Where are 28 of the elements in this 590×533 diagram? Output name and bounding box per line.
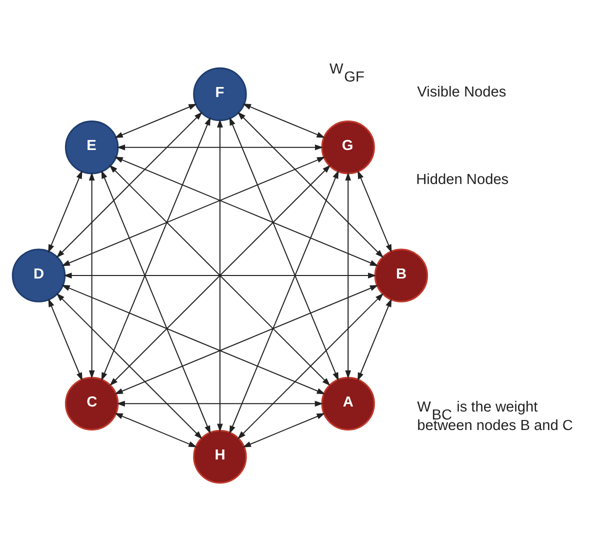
arrow	[217, 118, 223, 432]
arrow	[358, 170, 392, 252]
label: Hidden Nodes	[416, 171, 509, 188]
arrow	[229, 116, 339, 380]
arrow	[242, 412, 326, 447]
arrow	[48, 170, 82, 252]
arrow	[101, 116, 211, 380]
arrow	[242, 103, 326, 138]
arrow	[114, 412, 197, 447]
arrow	[357, 298, 392, 381]
arrow	[116, 144, 324, 150]
arrow	[229, 170, 339, 434]
arrow	[114, 103, 197, 138]
arrow	[56, 292, 202, 439]
arrow	[116, 400, 324, 406]
label: Visible Nodes	[417, 84, 506, 100]
arrow	[345, 172, 352, 378]
arrow	[237, 292, 384, 439]
arrow	[61, 284, 326, 394]
arrow	[88, 172, 95, 378]
arrow	[114, 284, 378, 394]
arrow	[237, 111, 384, 258]
arrow	[56, 111, 202, 258]
arrow	[63, 272, 376, 278]
arrow	[62, 156, 326, 266]
arrow	[101, 170, 211, 434]
arrow	[114, 156, 378, 266]
arrow	[48, 298, 82, 381]
